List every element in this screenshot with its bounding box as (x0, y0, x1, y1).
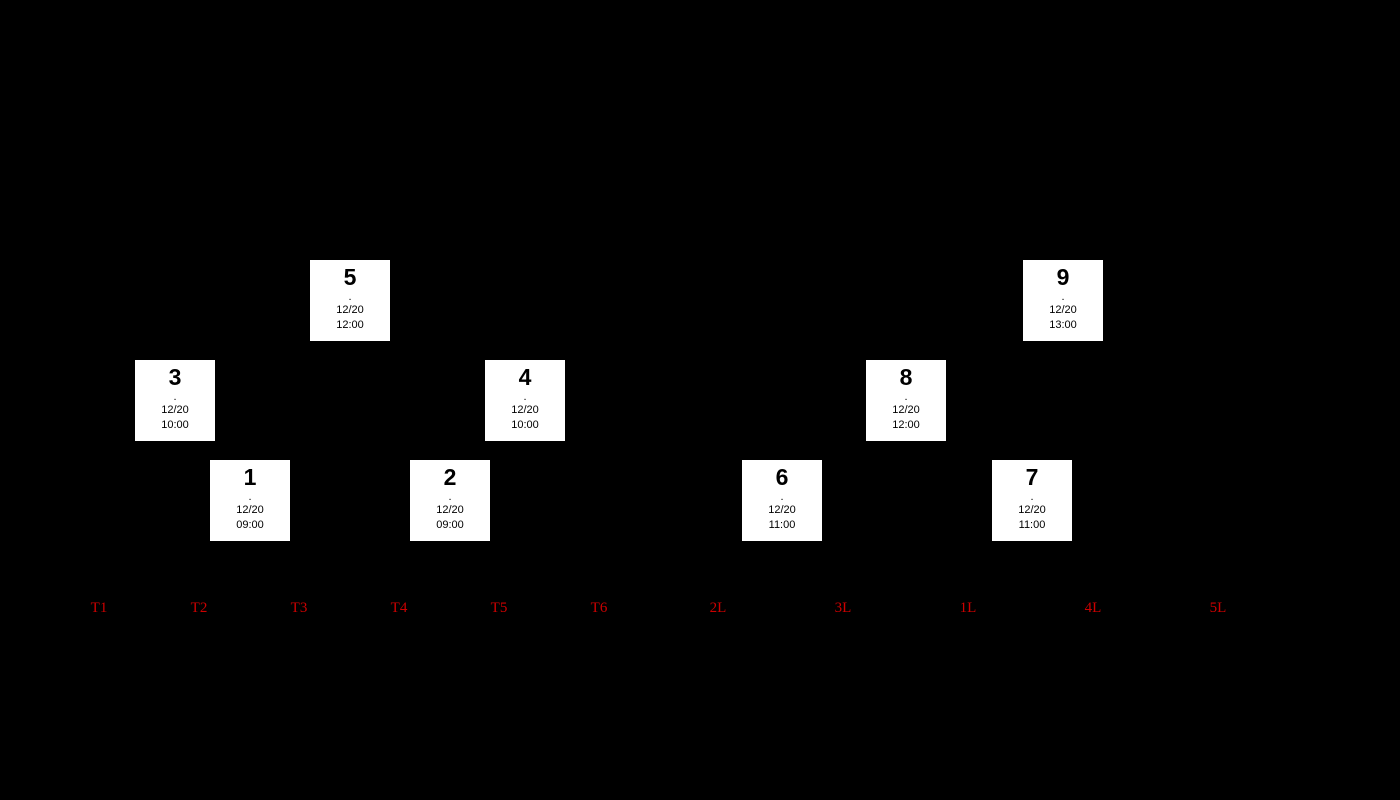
task-node-7[interactable]: 7.12/20 11:00 (992, 460, 1072, 541)
task-node-date: 12/20 (336, 304, 364, 316)
task-node-date: 12/20 (511, 404, 539, 416)
task-node-id: 4 (518, 364, 532, 390)
task-node-date: 12/20 (892, 404, 920, 416)
task-node-id: 1 (243, 464, 257, 490)
axis-tick-label: T6 (590, 600, 608, 616)
task-node-separator: . (348, 291, 352, 303)
task-node-date: 12/20 (161, 404, 189, 416)
task-node-separator: . (780, 491, 784, 503)
task-node-time: 13:00 (1049, 319, 1077, 331)
task-node-time: 10:00 (161, 419, 189, 431)
task-node-separator: . (904, 391, 908, 403)
task-node-date: 12/20 (1018, 504, 1046, 516)
task-node-date: 12/20 (1049, 304, 1077, 316)
task-node-date: 12/20 (768, 504, 796, 516)
task-node-separator: . (523, 391, 527, 403)
task-node-5[interactable]: 5.12/20 12:00 (310, 260, 390, 341)
axis-tick-label: T4 (390, 600, 408, 616)
task-node-time: 12:00 (892, 419, 920, 431)
task-node-time: 11:00 (768, 519, 796, 531)
task-node-separator: . (173, 391, 177, 403)
task-node-6[interactable]: 6.12/20 11:00 (742, 460, 822, 541)
task-node-id: 9 (1056, 264, 1070, 290)
axis-tick-label: T5 (490, 600, 508, 616)
task-node-id: 5 (343, 264, 357, 290)
task-node-id: 6 (775, 464, 789, 490)
task-node-time: 11:00 (1018, 519, 1046, 531)
task-node-time: 09:00 (236, 519, 264, 531)
axis-tick-label: 4L (1084, 600, 1102, 616)
axis-tick-label: 3L (834, 600, 852, 616)
task-node-id: 8 (899, 364, 913, 390)
task-node-2[interactable]: 2.12/20 09:00 (410, 460, 490, 541)
task-node-9[interactable]: 9.12/20 13:00 (1023, 260, 1103, 341)
task-node-3[interactable]: 3.12/20 10:00 (135, 360, 215, 441)
task-node-1[interactable]: 1.12/20 09:00 (210, 460, 290, 541)
task-node-time: 09:00 (436, 519, 464, 531)
task-node-time: 12:00 (336, 319, 364, 331)
task-node-id: 7 (1025, 464, 1039, 490)
axis-tick-label: 2L (709, 600, 727, 616)
axis-tick-label: T3 (290, 600, 308, 616)
task-node-date: 12/20 (236, 504, 264, 516)
axis-tick-label: T2 (190, 600, 208, 616)
task-node-8[interactable]: 8.12/20 12:00 (866, 360, 946, 441)
task-node-id: 3 (168, 364, 182, 390)
task-node-separator: . (448, 491, 452, 503)
task-node-separator: . (248, 491, 252, 503)
axis-tick-label: 1L (959, 600, 977, 616)
task-node-4[interactable]: 4.12/20 10:00 (485, 360, 565, 441)
axis-tick-label: 5L (1209, 600, 1227, 616)
task-node-separator: . (1030, 491, 1034, 503)
task-node-date: 12/20 (436, 504, 464, 516)
task-node-time: 10:00 (511, 419, 539, 431)
axis-tick-label: T1 (90, 600, 108, 616)
task-node-id: 2 (443, 464, 457, 490)
task-node-separator: . (1061, 291, 1065, 303)
